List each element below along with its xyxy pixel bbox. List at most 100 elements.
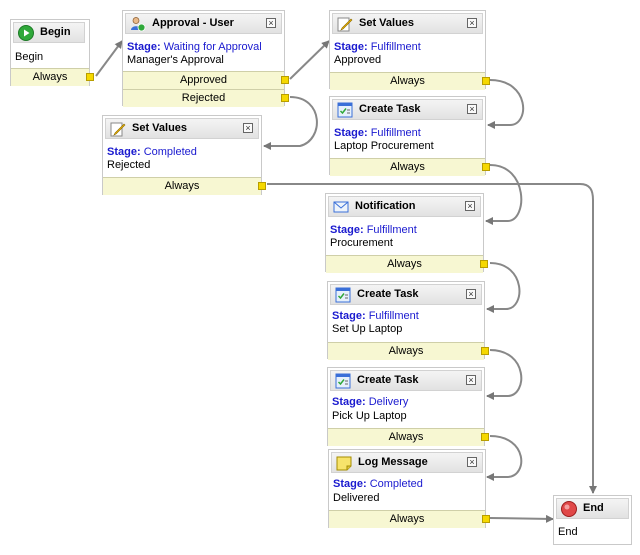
output-label: Always	[388, 345, 424, 357]
node-description: Pick Up Laptop	[332, 410, 407, 422]
output-port[interactable]	[258, 182, 266, 190]
note-icon	[336, 455, 352, 471]
close-icon[interactable]: ×	[466, 289, 476, 299]
node-stage: Stage: Fulfillment	[334, 127, 421, 139]
node-stage: Stage: Completed	[107, 146, 197, 158]
node-description: Manager's Approval	[127, 54, 224, 66]
node-description: Laptop Procurement	[334, 140, 434, 152]
close-icon[interactable]: ×	[465, 201, 475, 211]
close-icon[interactable]: ×	[266, 18, 276, 28]
node-title: Create Task	[357, 374, 419, 386]
node-title: Begin	[40, 26, 71, 38]
node-description: Procurement	[330, 237, 393, 249]
node-log-message[interactable]: Log Message × Stage: Completed Delivered…	[328, 449, 490, 528]
node-set-values-rejected[interactable]: Set Values × Stage: Completed Rejected A…	[102, 115, 266, 195]
output-label: Always	[32, 71, 68, 83]
output-approved[interactable]: Approved	[123, 71, 289, 89]
task-list-icon	[335, 373, 351, 389]
output-always[interactable]: Always	[330, 158, 490, 176]
output-always[interactable]: Always	[103, 177, 266, 195]
output-always[interactable]: Always	[329, 510, 490, 528]
output-rejected[interactable]: Rejected	[123, 89, 289, 107]
output-port[interactable]	[86, 73, 94, 81]
output-label: Always	[390, 161, 425, 173]
node-create-task-pickup[interactable]: Create Task × Stage: Delivery Pick Up La…	[327, 367, 489, 446]
node-title: Log Message	[358, 456, 428, 468]
node-header: Begin	[13, 22, 85, 43]
wire-begin-approval	[95, 40, 123, 77]
wire-task-log	[486, 435, 523, 481]
wire-approved-setvalues	[289, 40, 330, 80]
node-title: Create Task	[357, 288, 419, 300]
node-stage: Stage: Fulfillment	[330, 224, 417, 236]
node-description: End	[558, 526, 578, 538]
node-begin[interactable]: Begin Begin Always	[10, 19, 94, 86]
wire-task-task	[486, 349, 523, 400]
task-list-icon	[337, 102, 353, 118]
node-header: Create Task ×	[330, 284, 482, 305]
output-label: Always	[387, 258, 422, 270]
output-label: Always	[388, 431, 424, 443]
node-set-values-approved[interactable]: Set Values × Stage: Fulfillment Approved…	[329, 10, 490, 90]
node-stage: Stage: Fulfillment	[334, 41, 421, 53]
output-port[interactable]	[481, 347, 489, 355]
play-icon	[18, 25, 34, 41]
close-icon[interactable]: ×	[467, 104, 477, 114]
output-always[interactable]: Always	[326, 255, 488, 273]
node-title: Set Values	[132, 122, 188, 134]
node-stage: Stage: Delivery	[332, 396, 409, 408]
close-icon[interactable]: ×	[467, 18, 477, 28]
output-port[interactable]	[482, 163, 490, 171]
output-port[interactable]	[482, 515, 490, 523]
envelope-icon	[333, 199, 349, 215]
user-approval-icon	[130, 16, 146, 32]
node-header: Log Message ×	[331, 452, 483, 473]
output-port[interactable]	[480, 260, 488, 268]
node-header: Approval - User ×	[125, 13, 282, 34]
pencil-icon	[110, 121, 126, 137]
node-title: Notification	[355, 200, 416, 212]
output-port[interactable]	[281, 94, 289, 102]
node-description: Begin	[15, 51, 44, 63]
wire-rejected-end	[267, 183, 597, 494]
output-always[interactable]: Always	[328, 428, 489, 446]
node-create-task-procurement[interactable]: Create Task × Stage: Fulfillment Laptop …	[329, 96, 490, 176]
node-notification[interactable]: Notification × Stage: Fulfillment Procur…	[325, 193, 488, 273]
node-header: Set Values ×	[332, 13, 483, 34]
node-stage: Stage: Completed	[333, 478, 423, 490]
node-header: Create Task ×	[332, 99, 483, 120]
node-header: End	[556, 498, 629, 519]
pencil-icon	[337, 16, 353, 32]
node-title: End	[583, 502, 604, 514]
output-label: Rejected	[181, 92, 226, 104]
wire-task-notification	[485, 164, 523, 225]
output-label: Always	[390, 75, 425, 87]
node-description: Delivered	[333, 492, 380, 504]
output-port[interactable]	[481, 433, 489, 441]
output-port[interactable]	[482, 77, 490, 85]
wire-setvalues-task	[487, 79, 524, 129]
node-approval-user[interactable]: Approval - User × Stage: Waiting for App…	[122, 10, 289, 107]
close-icon[interactable]: ×	[467, 457, 477, 467]
output-always[interactable]: Always	[11, 68, 94, 86]
node-title: Set Values	[359, 17, 415, 29]
output-always[interactable]: Always	[330, 72, 490, 90]
output-always[interactable]: Always	[328, 342, 489, 360]
close-icon[interactable]: ×	[243, 123, 253, 133]
node-header: Notification ×	[328, 196, 481, 217]
node-description: Rejected	[107, 159, 151, 171]
output-port[interactable]	[281, 76, 289, 84]
node-end[interactable]: End End	[553, 495, 632, 545]
node-description: Approved	[334, 54, 382, 66]
node-stage: Stage: Waiting for Approval	[127, 41, 262, 53]
node-title: Approval - User	[152, 17, 234, 29]
stop-icon	[561, 501, 577, 517]
task-list-icon	[335, 287, 351, 303]
output-label: Approved	[179, 74, 228, 86]
node-description: Set Up Laptop	[332, 323, 403, 335]
wire-rejected-setvalues	[263, 96, 318, 150]
close-icon[interactable]: ×	[466, 375, 476, 385]
node-create-task-setup[interactable]: Create Task × Stage: Fulfillment Set Up …	[327, 281, 489, 360]
node-header: Set Values ×	[105, 118, 259, 139]
